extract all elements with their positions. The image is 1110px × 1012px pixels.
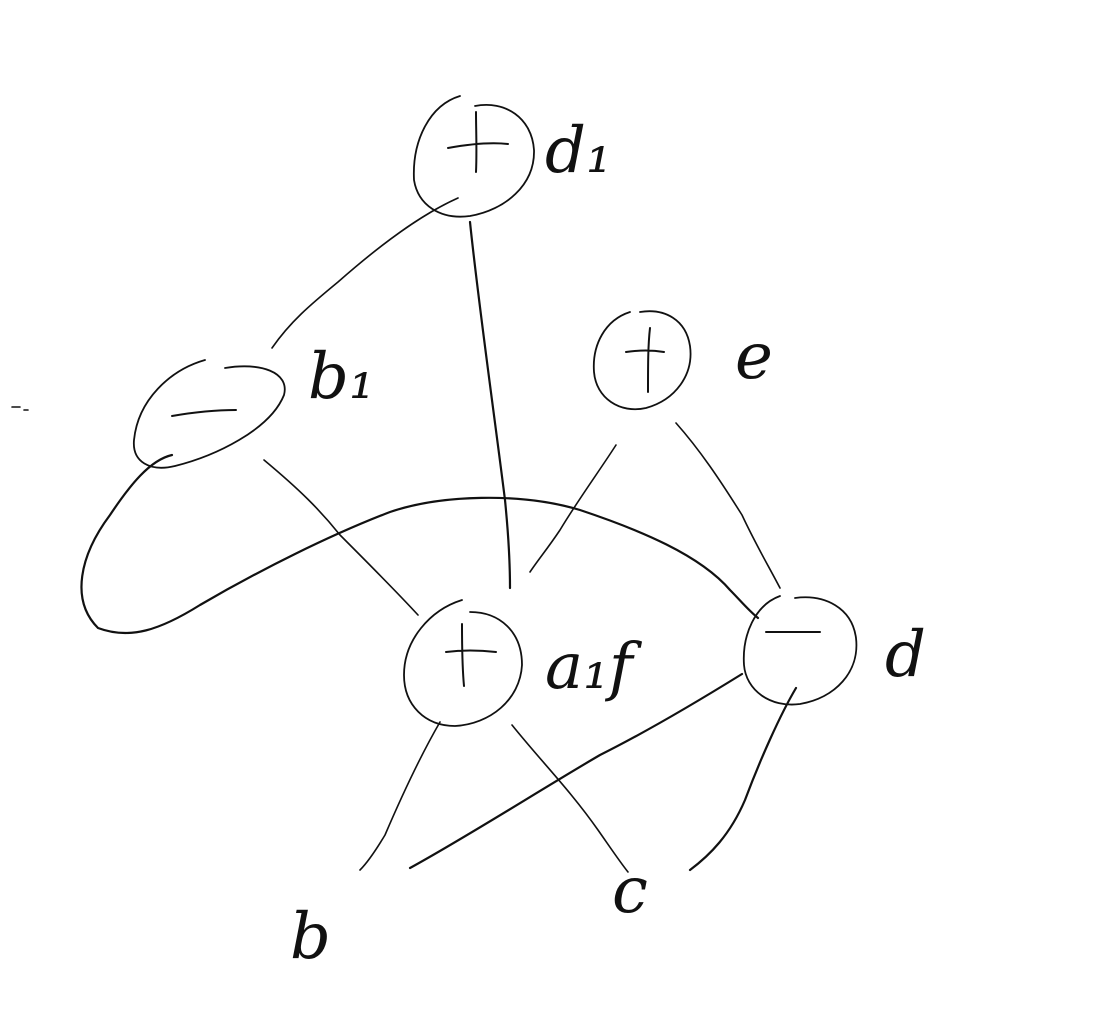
node-center-circle — [403, 599, 523, 727]
edge-right-to-c — [688, 686, 798, 872]
node-rightup-circle — [592, 310, 692, 411]
node-right-circle — [742, 595, 858, 706]
node-rightup-label: e — [735, 320, 773, 394]
node-rightup-op-glyph — [625, 327, 665, 393]
node-left-op-glyph — [171, 409, 237, 417]
node-top-circle — [413, 95, 535, 218]
node-center-op-glyph — [445, 623, 497, 687]
leaf-c: c — [612, 854, 648, 928]
node-center-label: a₁f — [545, 630, 643, 704]
edge-center-to-b — [359, 721, 441, 871]
edge-top-to-left — [271, 197, 459, 349]
leaf-c-label: c — [612, 854, 648, 928]
node-left-circle — [133, 359, 286, 469]
node-right: d — [742, 595, 926, 706]
edge-rightup-to-center — [529, 444, 617, 573]
edge-left-to-right-loop — [80, 453, 760, 635]
node-top: d₁ — [413, 95, 612, 218]
leaf-b-label: b — [290, 900, 331, 974]
node-top-label: d₁ — [545, 114, 612, 188]
leaf-b: b — [290, 900, 331, 974]
edge-right-to-b — [408, 672, 744, 870]
node-rightup: e — [592, 310, 773, 411]
edge-rightup-to-right — [675, 422, 781, 589]
edge-top-to-center — [468, 220, 512, 590]
node-left: b₁ — [133, 340, 375, 469]
node-right-label: d — [885, 618, 926, 692]
node-center: a₁f — [403, 599, 643, 727]
edge-left-to-center — [263, 459, 419, 616]
node-top-op-glyph — [447, 111, 509, 173]
stray-mark — [11, 406, 29, 411]
edge-center-to-c — [511, 724, 629, 873]
node-left-label: b₁ — [308, 340, 375, 414]
